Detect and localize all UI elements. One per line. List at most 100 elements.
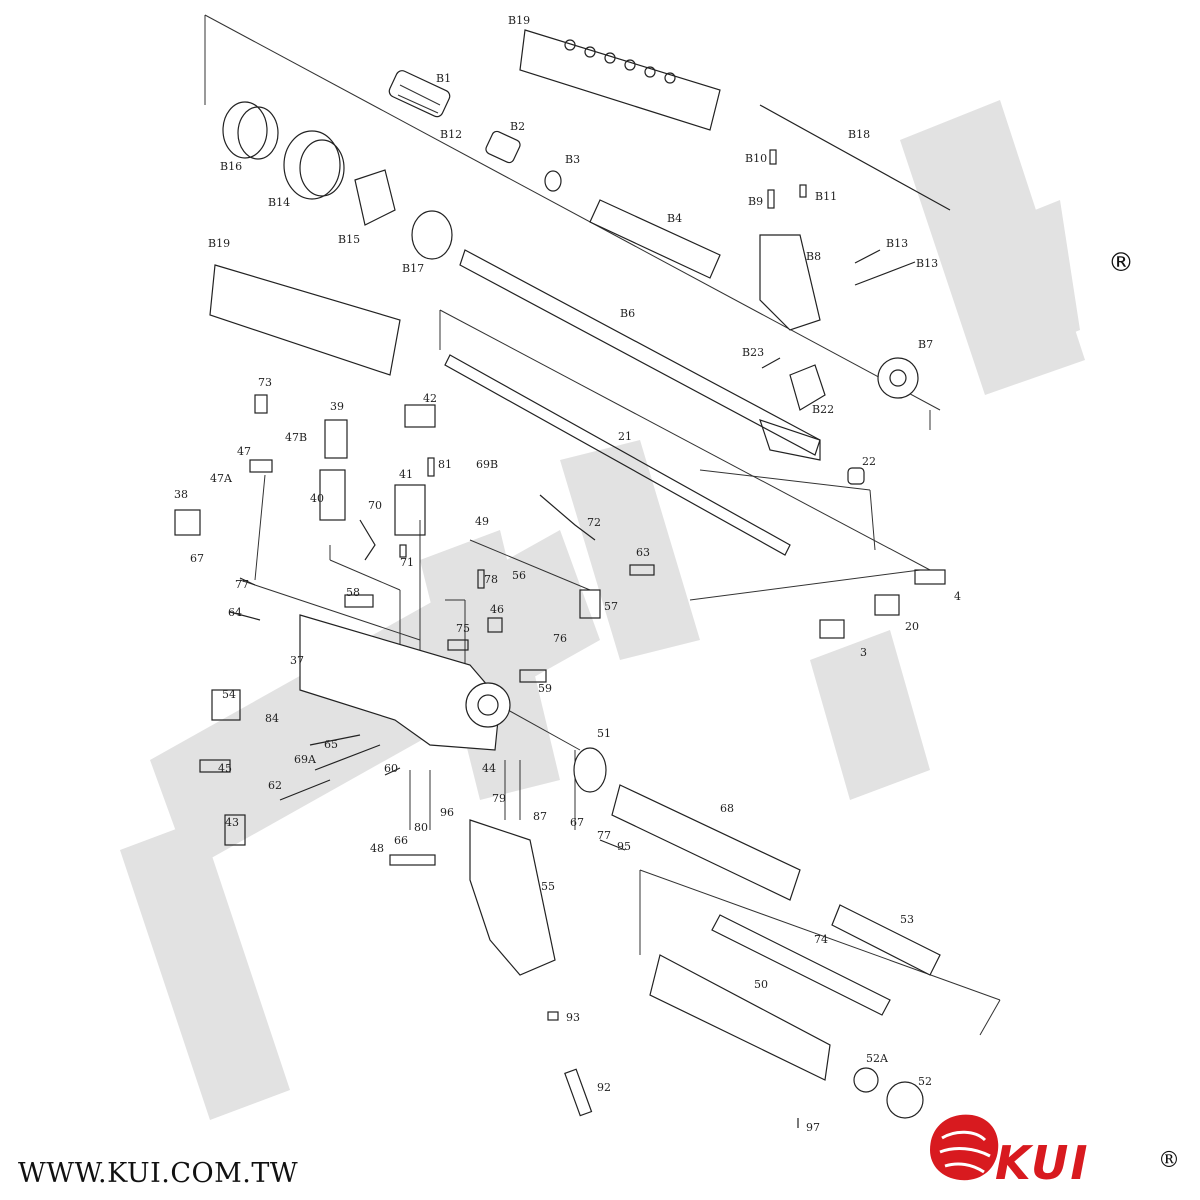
label-59: 59 xyxy=(538,682,552,695)
buttplate-screw-cap xyxy=(886,1081,924,1119)
delta-ring xyxy=(283,130,341,200)
selector-45 xyxy=(199,759,231,773)
part-labels: B1 B2 B3 B4 B6 B7 B8 B9 B10 B11 B12 B13 … xyxy=(174,14,961,1134)
pin-65 xyxy=(309,734,361,746)
label-74: 74 xyxy=(814,933,828,946)
front-sight-base xyxy=(759,234,821,331)
kui-watermark xyxy=(120,100,1085,1120)
pin-b13a xyxy=(854,249,881,264)
pin-64 xyxy=(229,611,261,621)
label-B12: B12 xyxy=(440,128,462,141)
lower-handguard xyxy=(209,264,401,376)
label-60: 60 xyxy=(384,762,398,775)
label-65: 65 xyxy=(324,738,338,751)
label-58: 58 xyxy=(346,586,360,599)
spring-75 xyxy=(447,639,469,651)
label-48: 48 xyxy=(370,842,384,855)
sling-swivel xyxy=(789,364,826,411)
label-40: 40 xyxy=(310,492,324,505)
label-84: 84 xyxy=(265,712,279,725)
label-69B: 69B xyxy=(476,458,498,471)
bolt-catch-57 xyxy=(579,589,601,619)
brand-registered-mark: ® xyxy=(1158,1148,1180,1173)
snap-ring xyxy=(411,210,453,260)
flash-hider xyxy=(388,70,451,118)
sling-plate xyxy=(877,357,919,399)
screw-63 xyxy=(629,564,655,576)
label-4: 4 xyxy=(954,590,961,603)
grip-screw xyxy=(564,1068,593,1117)
spring-70 xyxy=(359,519,376,561)
label-20: 20 xyxy=(905,620,919,633)
spring-73 xyxy=(254,394,268,414)
spring-77a xyxy=(239,577,256,586)
label-71: 71 xyxy=(400,556,414,569)
label-92: 92 xyxy=(597,1081,611,1094)
buffer-tube xyxy=(611,784,801,901)
spring-78 xyxy=(477,569,485,589)
screw-58 xyxy=(344,594,374,608)
lower-receiver xyxy=(299,614,501,751)
detent-b10 xyxy=(769,149,777,165)
lower-receiver-group xyxy=(174,394,946,1128)
label-B19a: B19 xyxy=(508,14,530,27)
label-B6: B6 xyxy=(620,307,635,320)
label-B17: B17 xyxy=(402,262,424,275)
magazine-catch-54 xyxy=(211,689,241,721)
label-3: 3 xyxy=(860,646,867,659)
takedown-48 xyxy=(389,854,436,866)
label-44: 44 xyxy=(482,762,496,775)
hammer-40 xyxy=(319,469,346,521)
label-47: 47 xyxy=(237,445,251,458)
part-46 xyxy=(487,617,503,633)
label-96: 96 xyxy=(440,806,454,819)
pin-69a xyxy=(314,744,381,771)
label-B19b: B19 xyxy=(208,237,230,250)
pin-b23 xyxy=(761,357,781,369)
label-B18: B18 xyxy=(848,128,870,141)
label-55: 55 xyxy=(541,880,555,893)
hammer-39 xyxy=(324,419,348,459)
label-63: 63 xyxy=(636,546,650,559)
part-38 xyxy=(174,509,201,536)
part-4 xyxy=(914,569,946,585)
gas-tube xyxy=(759,104,951,211)
lock-washer xyxy=(547,1011,559,1021)
label-B23: B23 xyxy=(742,346,764,359)
label-80: 80 xyxy=(414,821,428,834)
label-78: 78 xyxy=(484,573,498,586)
label-93: 93 xyxy=(566,1011,580,1024)
label-42: 42 xyxy=(423,392,437,405)
label-72: 72 xyxy=(587,516,601,529)
label-64: 64 xyxy=(228,606,242,619)
label-41: 41 xyxy=(399,468,413,481)
part-71 xyxy=(399,544,407,558)
label-51: 51 xyxy=(597,727,611,740)
label-43: 43 xyxy=(225,816,239,829)
label-69A: 69A xyxy=(294,753,317,766)
label-50: 50 xyxy=(754,978,768,991)
part-47 xyxy=(249,459,273,473)
label-87: 87 xyxy=(533,810,547,823)
label-62: 62 xyxy=(268,779,282,792)
gas-tube-sleeve xyxy=(589,199,721,279)
part-3 xyxy=(819,619,845,639)
pin-b13b xyxy=(854,261,916,286)
label-22: 22 xyxy=(862,455,876,468)
label-75: 75 xyxy=(456,622,470,635)
label-B4: B4 xyxy=(667,212,682,225)
label-21: 21 xyxy=(618,430,632,443)
pin-60 xyxy=(384,767,401,776)
label-76: 76 xyxy=(553,632,567,645)
label-79: 79 xyxy=(492,792,506,805)
label-97: 97 xyxy=(806,1121,820,1134)
label-B2: B2 xyxy=(510,120,525,133)
label-67b: 67 xyxy=(570,816,584,829)
spring-b9 xyxy=(767,189,775,209)
label-B14: B14 xyxy=(268,196,290,209)
label-B8: B8 xyxy=(806,250,821,263)
crush-washer xyxy=(485,130,521,164)
trigger-41 xyxy=(394,484,426,536)
label-77b: 77 xyxy=(597,829,611,842)
